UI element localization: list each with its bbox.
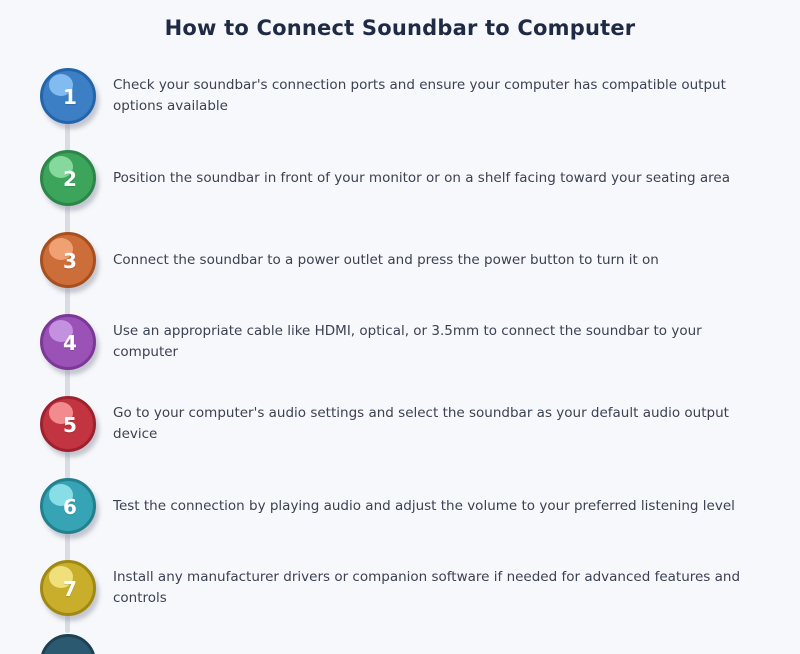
step-badge: 2 xyxy=(40,150,96,206)
step-badge: 4 xyxy=(40,314,96,370)
step-row: 3 Connect the soundbar to a power outlet… xyxy=(40,219,800,301)
step-row: 6 Test the connection by playing audio a… xyxy=(40,465,800,547)
step-badge: 7 xyxy=(40,560,96,616)
step-text: Check your soundbar's connection ports a… xyxy=(113,77,726,114)
badge-highlight xyxy=(49,156,73,178)
step-text: Test the connection by playing audio and… xyxy=(113,497,735,514)
step-row: 7 Install any manufacturer drivers or co… xyxy=(40,547,800,629)
step-number: 6 xyxy=(63,495,77,519)
next-step-badge-partial xyxy=(40,634,96,654)
step-number: 1 xyxy=(63,85,77,109)
step-row: 2 Position the soundbar in front of your… xyxy=(40,137,800,219)
step-badge: 1 xyxy=(40,68,96,124)
badge-highlight xyxy=(49,74,73,96)
step-badge: 5 xyxy=(40,396,96,452)
step-number: 3 xyxy=(63,249,77,273)
badge-highlight xyxy=(49,484,73,506)
step-number: 7 xyxy=(63,577,77,601)
step-row: 1 Check your soundbar's connection ports… xyxy=(40,55,800,137)
step-badge: 6 xyxy=(40,478,96,534)
step-text: Go to your computer's audio settings and… xyxy=(113,405,729,442)
step-text: Connect the soundbar to a power outlet a… xyxy=(113,251,659,268)
step-number: 2 xyxy=(63,167,77,191)
step-number: 4 xyxy=(63,331,77,355)
steps-list: 1 Check your soundbar's connection ports… xyxy=(40,55,800,633)
step-row: 5 Go to your computer's audio settings a… xyxy=(40,383,800,465)
badge-highlight xyxy=(49,402,73,424)
badge-highlight xyxy=(49,320,73,342)
step-badge: 3 xyxy=(40,232,96,288)
page-title: How to Connect Soundbar to Computer xyxy=(164,16,636,40)
step-text: Install any manufacturer drivers or comp… xyxy=(113,569,741,606)
step-text: Use an appropriate cable like HDMI, opti… xyxy=(113,323,702,360)
badge-highlight xyxy=(49,238,73,260)
step-number: 5 xyxy=(63,413,77,437)
badge-highlight xyxy=(49,566,73,588)
step-text: Position the soundbar in front of your m… xyxy=(113,169,730,186)
step-row: 4 Use an appropriate cable like HDMI, op… xyxy=(40,301,800,383)
